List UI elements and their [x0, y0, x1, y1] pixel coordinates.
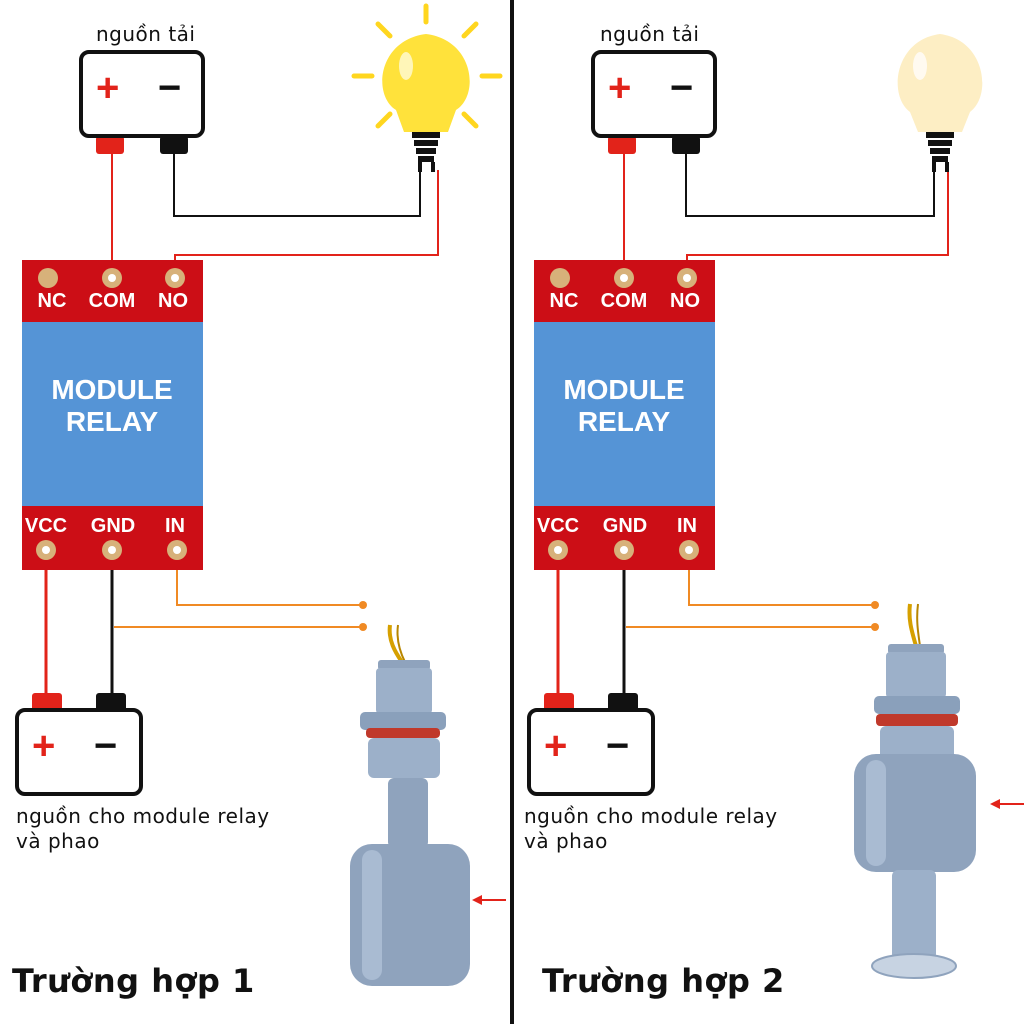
- load-battery-minus-terminal: [672, 136, 700, 154]
- pin-label-vcc: VCC: [536, 515, 580, 537]
- module-power-label-line2: và phao: [524, 829, 608, 853]
- module-battery-plus-sign: +: [544, 724, 568, 768]
- case-1-panel: nguồn tải + − NC COM NO MODULE RELAY VCC…: [12, 3, 506, 1000]
- pin-label-in: IN: [677, 515, 697, 537]
- pin-vcc-hole: [554, 546, 562, 554]
- wire-in-to-float: [688, 550, 874, 606]
- water-level-arrowhead: [990, 799, 1000, 809]
- module-battery: [15, 708, 143, 796]
- float-switch: [854, 603, 976, 979]
- pin-label-vcc: VCC: [24, 515, 68, 537]
- bulb-base: [926, 132, 954, 172]
- pin-label-gnd: GND: [602, 515, 648, 537]
- bulb-glass: [897, 34, 983, 132]
- wire-load-minus-to-lamp: [173, 150, 421, 217]
- relay-body: [534, 322, 715, 506]
- pin-label-in: IN: [165, 515, 185, 537]
- load-battery-minus-terminal: [160, 136, 188, 154]
- float-terminal-2: [871, 623, 879, 631]
- module-battery-plus-terminal: [544, 693, 574, 711]
- load-power-label: nguồn tải: [96, 22, 196, 46]
- load-battery-plus-sign: +: [96, 66, 120, 110]
- case-2-wiring: [527, 34, 1024, 979]
- module-power-label-line2: và phao: [16, 829, 100, 853]
- pin-nc: [38, 268, 58, 288]
- pin-com-hole: [620, 274, 628, 282]
- pin-label-nc: NC: [549, 290, 579, 312]
- bulb-highlight: [913, 52, 927, 80]
- panel-divider: [510, 0, 514, 1024]
- module-battery-minus-terminal: [96, 693, 126, 711]
- pin-in-hole: [685, 546, 693, 554]
- bulb-glass: [382, 34, 470, 132]
- case-1-wiring: [15, 3, 506, 986]
- module-battery-minus-terminal: [608, 693, 638, 711]
- case-1-title: Trường hợp 1: [12, 962, 255, 1000]
- load-power-label: nguồn tải: [600, 22, 700, 46]
- pin-in-hole: [173, 546, 181, 554]
- load-battery-plus-sign: +: [608, 66, 632, 110]
- case-2-title: Trường hợp 2: [542, 962, 785, 1000]
- bulb-base: [412, 132, 440, 172]
- load-battery-minus-sign: −: [670, 66, 694, 110]
- float-terminal-1: [359, 601, 367, 609]
- wire-load-minus-to-lamp: [685, 150, 935, 217]
- module-battery-plus-sign: +: [32, 724, 56, 768]
- module-power-label-line1: nguồn cho module relay: [16, 804, 270, 828]
- pin-label-no: NO: [670, 290, 700, 312]
- relay-title-line1: MODULE: [563, 374, 685, 405]
- load-battery: [591, 50, 717, 138]
- pin-gnd-hole: [108, 546, 116, 554]
- pin-label-com: COM: [88, 290, 136, 312]
- pin-label-no: NO: [158, 290, 188, 312]
- bulb-highlight: [399, 52, 413, 80]
- module-battery-minus-sign: −: [94, 724, 118, 768]
- relay-title-line2: RELAY: [65, 406, 159, 437]
- bulb-rays: [351, 3, 503, 129]
- module-battery: [527, 708, 655, 796]
- load-battery-plus-terminal: [96, 136, 124, 154]
- float-terminal-2: [359, 623, 367, 631]
- load-battery-plus-terminal: [608, 136, 636, 154]
- pin-nc: [550, 268, 570, 288]
- pin-com-hole: [108, 274, 116, 282]
- module-battery-plus-terminal: [32, 693, 62, 711]
- relay-title-line1: MODULE: [51, 374, 173, 405]
- relay-body: [22, 322, 203, 506]
- pin-no-hole: [171, 274, 179, 282]
- float-switch: [350, 624, 470, 986]
- module-power-label-line1: nguồn cho module relay: [524, 804, 778, 828]
- wire-no-to-lamp: [174, 170, 439, 270]
- pin-label-nc: NC: [37, 290, 67, 312]
- wire-in-to-float: [176, 550, 362, 606]
- float-terminal-1: [871, 601, 879, 609]
- wire-no-to-lamp: [686, 170, 949, 270]
- case-2-panel: nguồn tải + − NC COM NO MODULE RELAY VCC…: [512, 0, 1024, 1024]
- pin-gnd-hole: [620, 546, 628, 554]
- module-battery-minus-sign: −: [606, 724, 630, 768]
- pin-label-com: COM: [600, 290, 648, 312]
- load-battery: [79, 50, 205, 138]
- pin-no-hole: [683, 274, 691, 282]
- relay-title-line2: RELAY: [577, 406, 671, 437]
- pin-vcc-hole: [42, 546, 50, 554]
- pin-label-gnd: GND: [90, 515, 136, 537]
- water-level-arrowhead: [472, 895, 482, 905]
- load-battery-minus-sign: −: [158, 66, 182, 110]
